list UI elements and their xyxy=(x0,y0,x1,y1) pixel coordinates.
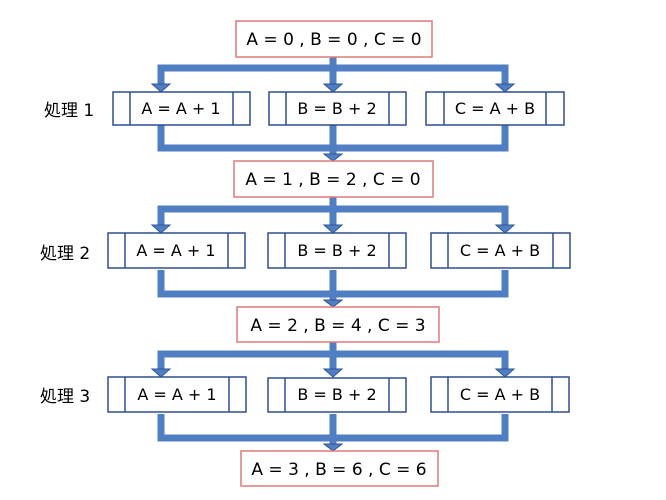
stage-label-1: 処理 1 xyxy=(44,101,94,121)
process-box-stage-1-b: B = B + 2 xyxy=(268,91,407,126)
state-box-3: A = 3 , B = 6 , C = 6 xyxy=(240,450,439,487)
svg-text:B = B + 2: B = B + 2 xyxy=(297,99,376,118)
fan-in-arrow-stage-3 xyxy=(157,414,509,452)
svg-text:B = B + 2: B = B + 2 xyxy=(297,241,376,260)
process-box-stage-3-a: A = A + 1 xyxy=(107,376,247,413)
state-box-1: A = 1 , B = 2 , C = 0 xyxy=(233,160,434,198)
svg-text:A = 0 , B = 0 , C = 0: A = 0 , B = 0 , C = 0 xyxy=(246,30,421,50)
svg-text:A = 1 , B = 2 , C = 0: A = 1 , B = 2 , C = 0 xyxy=(245,170,420,190)
stage-label-3: 処理 3 xyxy=(40,387,90,407)
svg-text:C = A + B: C = A + B xyxy=(460,241,540,260)
process-box-stage-1-c: C = A + B xyxy=(425,91,565,126)
process-box-stage-3-b: B = B + 2 xyxy=(267,377,407,413)
process-box-stage-3-c: C = A + B xyxy=(430,376,570,413)
fan-in-arrow-stage-1 xyxy=(157,125,509,162)
fan-out-arrow-stage-3 xyxy=(150,342,516,378)
svg-text:C = A + B: C = A + B xyxy=(455,99,535,118)
svg-text:C = A + B: C = A + B xyxy=(460,385,540,404)
svg-text:B = B + 2: B = B + 2 xyxy=(297,385,376,404)
flow-arrows xyxy=(150,57,516,452)
fan-in-arrow-stage-2 xyxy=(157,270,509,308)
svg-text:A = A + 1: A = A + 1 xyxy=(141,99,220,118)
state-box-0: A = 0 , B = 0 , C = 0 xyxy=(235,20,433,58)
fan-out-arrow-stage-1 xyxy=(150,57,516,93)
svg-text:A = A + 1: A = A + 1 xyxy=(136,241,215,260)
svg-text:A = 3 , B = 6 , C = 6: A = 3 , B = 6 , C = 6 xyxy=(251,460,426,480)
process-box-stage-2-c: C = A + B xyxy=(430,232,571,269)
process-box-stage-2-a: A = A + 1 xyxy=(107,232,246,269)
process-box-stage-1-a: A = A + 1 xyxy=(112,91,251,126)
fan-out-arrow-stage-2 xyxy=(150,197,516,234)
svg-text:A = 2 , B = 4 , C = 3: A = 2 , B = 4 , C = 3 xyxy=(250,316,425,336)
svg-text:A = A + 1: A = A + 1 xyxy=(137,385,216,404)
state-box-2: A = 2 , B = 4 , C = 3 xyxy=(236,306,440,343)
stage-label-2: 処理 2 xyxy=(40,244,90,264)
process-box-stage-2-b: B = B + 2 xyxy=(267,232,407,269)
